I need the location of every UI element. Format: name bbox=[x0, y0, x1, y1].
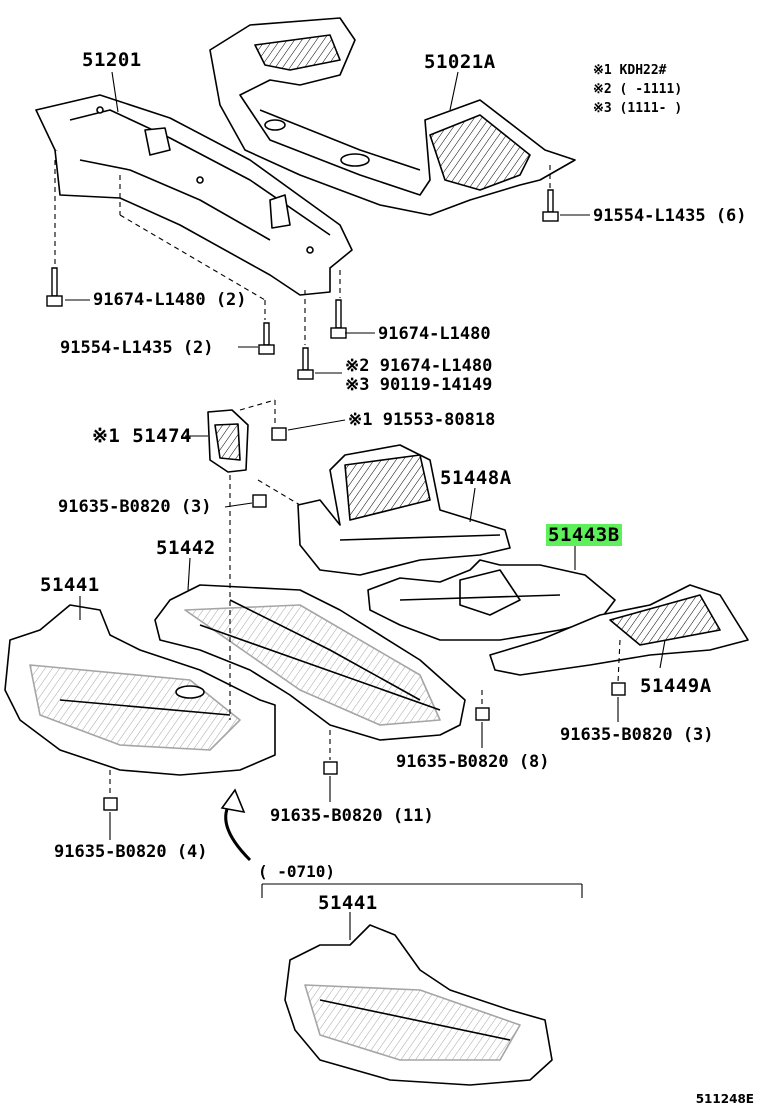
cover-51442 bbox=[154, 584, 466, 741]
cover-51449A bbox=[489, 584, 749, 676]
fastener-label-91635-B0820-3b[interactable]: 91635-B0820 (3) bbox=[560, 725, 714, 745]
cover-51441-main bbox=[4, 604, 276, 776]
fastener-label-91674-L1480[interactable]: 91674-L1480 bbox=[378, 324, 491, 344]
fastener-label-91553-80818[interactable]: ※1 91553-80818 bbox=[348, 410, 496, 430]
part-label-51474[interactable]: ※1 51474 bbox=[92, 425, 192, 447]
note-3: ※3 (1111- ) bbox=[593, 101, 683, 116]
cover-51448A bbox=[297, 444, 511, 576]
fastener-label-91635-B0820-4[interactable]: 91635-B0820 (4) bbox=[54, 842, 208, 862]
diagram-code: 511248E bbox=[695, 1092, 754, 1106]
fastener-label-91674-L1480-2[interactable]: 91674-L1480 (2) bbox=[93, 290, 247, 310]
note-2: ※2 ( -1111) bbox=[593, 82, 683, 97]
fastener-label-90119-14149[interactable]: ※3 90119-14149 bbox=[345, 375, 493, 395]
fastener-label-91554-L1435-6[interactable]: 91554-L1435 (6) bbox=[593, 206, 747, 226]
dashed-guides bbox=[54, 160, 621, 796]
crossmember-51021A bbox=[209, 17, 576, 216]
part-label-51201[interactable]: 51201 bbox=[82, 49, 142, 71]
variant-bracket-label: ( -0710) bbox=[258, 862, 336, 881]
part-label-51441[interactable]: 51441 bbox=[40, 574, 100, 596]
leader-lines bbox=[65, 71, 666, 940]
part-label-51441-variant[interactable]: 51441 bbox=[318, 892, 378, 914]
fastener-label-91554-L1435-2[interactable]: 91554-L1435 (2) bbox=[60, 338, 214, 358]
variant-arrow-icon bbox=[220, 788, 252, 862]
note-1: ※1 KDH22# bbox=[593, 63, 667, 78]
cover-51443B bbox=[367, 559, 616, 641]
highlighted-part: 51443B bbox=[546, 524, 622, 546]
part-label-51443B[interactable]: 51443B bbox=[546, 524, 622, 546]
fastener-label-91635-B0820-11[interactable]: 91635-B0820 (11) bbox=[270, 806, 434, 826]
fastener-label-91635-B0820-8[interactable]: 91635-B0820 (8) bbox=[396, 752, 550, 772]
part-label-51442[interactable]: 51442 bbox=[156, 537, 216, 559]
fastener-label-91674-L1480-s2[interactable]: ※2 91674-L1480 bbox=[345, 356, 493, 376]
fastener-label-91635-B0820-3a[interactable]: 91635-B0820 (3) bbox=[58, 497, 212, 517]
crossmember-51201 bbox=[35, 94, 353, 296]
cover-51441-variant bbox=[284, 924, 553, 1086]
bracket-51474 bbox=[207, 409, 249, 473]
part-label-51448A[interactable]: 51448A bbox=[440, 467, 512, 489]
part-label-51021A[interactable]: 51021A bbox=[424, 51, 496, 73]
bolts bbox=[46, 189, 626, 811]
part-label-51449A[interactable]: 51449A bbox=[640, 675, 712, 697]
